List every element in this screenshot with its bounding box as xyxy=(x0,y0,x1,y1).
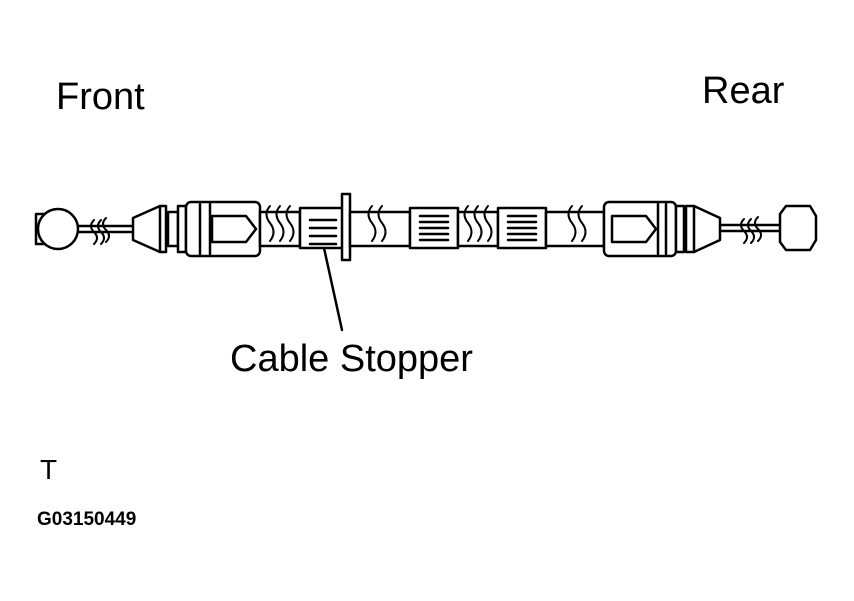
rear-boot xyxy=(684,204,722,254)
break-marks xyxy=(90,205,762,245)
front-label: Front xyxy=(56,76,145,118)
rear-label: Rear xyxy=(702,70,785,112)
cable-stopper xyxy=(298,192,352,262)
cable-stopper-label: Cable Stopper xyxy=(230,338,473,380)
front-ball-end xyxy=(34,207,80,251)
figure-mark: T xyxy=(40,454,58,485)
outer-sheath-segment xyxy=(348,210,412,248)
front-adjuster-housing xyxy=(166,200,262,258)
rear-plug-end xyxy=(778,204,818,252)
mid-clamp-1 xyxy=(408,206,460,250)
rear-adjuster-housing xyxy=(602,200,686,258)
mid-clamp-2 xyxy=(496,206,548,250)
figure-code: G03150449 xyxy=(37,509,137,530)
cable-stopper-leader-line xyxy=(322,246,344,332)
